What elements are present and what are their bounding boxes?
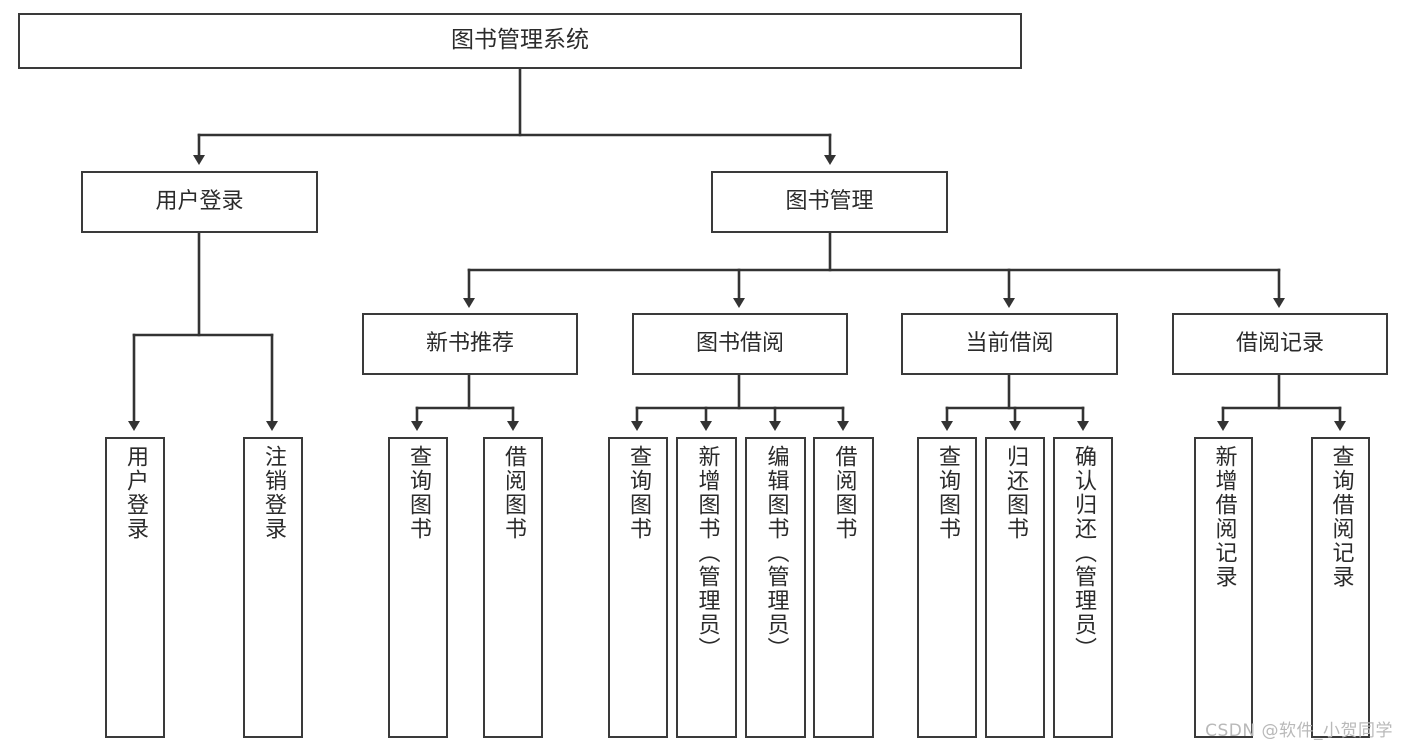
node-leaf-query-book-rec[interactable]: 查询图书 <box>388 437 448 738</box>
node-leaf-user-login[interactable]: 用户登录 <box>105 437 165 738</box>
node-current-borrow-label: 当前借阅 <box>965 331 1054 357</box>
node-leaf-user-logout-label: 注销登录 <box>261 445 286 541</box>
node-leaf-query-book-rec-label: 查询图书 <box>406 445 431 541</box>
node-leaf-query-borrow-record[interactable]: 查询借阅记录 <box>1311 437 1370 738</box>
node-leaf-add-borrow-record-label: 新增借阅记录 <box>1211 445 1237 589</box>
node-leaf-add-borrow-record[interactable]: 新增借阅记录 <box>1194 437 1253 738</box>
node-book-borrow-label: 图书借阅 <box>695 331 784 357</box>
node-leaf-return-book-label: 归还图书 <box>1003 445 1028 541</box>
node-leaf-add-book-admin[interactable]: 新增图书（管理员） <box>676 437 737 738</box>
watermark: CSDN @软件_小贺同学 <box>1205 721 1393 741</box>
node-leaf-user-login-label: 用户登录 <box>123 445 148 541</box>
node-current-borrow[interactable]: 当前借阅 <box>901 313 1118 375</box>
node-leaf-edit-book-admin-label: 编辑图书（管理员） <box>763 445 789 661</box>
node-leaf-query-book-label: 查询图书 <box>626 445 651 541</box>
node-leaf-user-logout[interactable]: 注销登录 <box>243 437 303 738</box>
node-leaf-edit-book-admin[interactable]: 编辑图书（管理员） <box>745 437 806 738</box>
node-user-login-label: 用户登录 <box>155 189 244 215</box>
node-new-book-recommend-label: 新书推荐 <box>425 331 514 357</box>
node-leaf-confirm-return-label: 确认归还（管理员） <box>1071 445 1096 661</box>
node-user-login[interactable]: 用户登录 <box>81 171 318 233</box>
node-leaf-borrow-book-rec-label: 借阅图书 <box>501 445 526 541</box>
node-leaf-return-book[interactable]: 归还图书 <box>985 437 1045 738</box>
node-leaf-borrow-book[interactable]: 借阅图书 <box>813 437 874 738</box>
node-leaf-query-book-cur-label: 查询图书 <box>935 445 960 541</box>
node-leaf-query-borrow-record-label: 查询借阅记录 <box>1328 445 1354 589</box>
node-leaf-query-book[interactable]: 查询图书 <box>608 437 668 738</box>
node-leaf-borrow-book-rec[interactable]: 借阅图书 <box>483 437 543 738</box>
node-leaf-borrow-book-label: 借阅图书 <box>831 445 857 541</box>
node-new-book-recommend[interactable]: 新书推荐 <box>362 313 578 375</box>
node-book-borrow[interactable]: 图书借阅 <box>632 313 848 375</box>
node-borrow-record[interactable]: 借阅记录 <box>1172 313 1388 375</box>
node-book-manage[interactable]: 图书管理 <box>711 171 948 233</box>
node-leaf-confirm-return[interactable]: 确认归还（管理员） <box>1053 437 1113 738</box>
node-root-label: 图书管理系统 <box>451 27 589 54</box>
node-leaf-add-book-admin-label: 新增图书（管理员） <box>694 445 720 661</box>
node-root[interactable]: 图书管理系统 <box>18 13 1022 69</box>
node-leaf-query-book-cur[interactable]: 查询图书 <box>917 437 977 738</box>
node-borrow-record-label: 借阅记录 <box>1235 331 1324 357</box>
node-book-manage-label: 图书管理 <box>785 189 874 215</box>
